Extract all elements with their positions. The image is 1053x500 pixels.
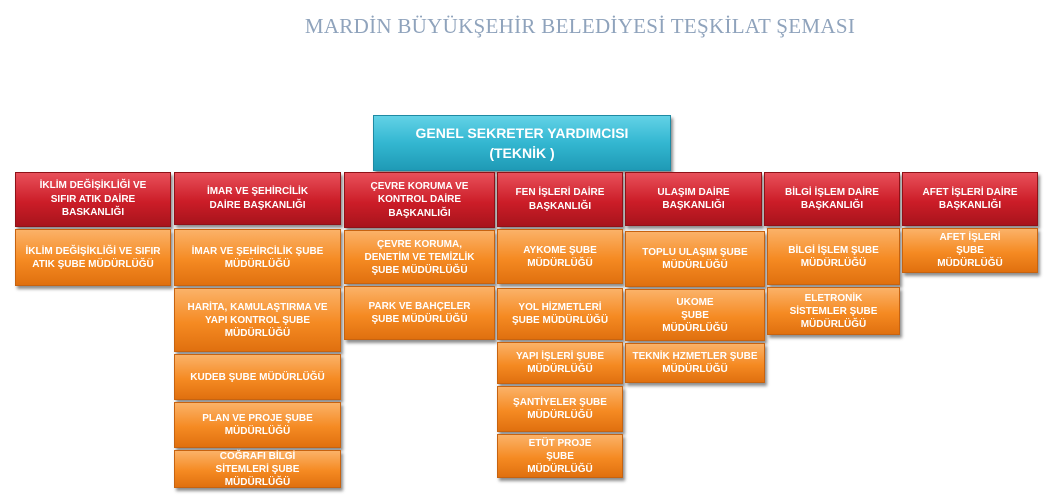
dept-box-environment: ÇEVRE KORUMA VE KONTROL DAİRE BAŞKANLIĞI (344, 172, 495, 228)
unit-box-transport-1: TOPLU ULAŞIM ŞUBE MÜDÜRLÜĞÜ (625, 231, 765, 287)
unit-box-public-works-4: ŞANTİYELER ŞUBE MÜDÜRLÜĞÜ (497, 386, 623, 432)
unit-box-transport-3: TEKNİK HZMETLER ŞUBE MÜDÜRLÜĞÜ (625, 343, 765, 383)
root-title-line2: (TEKNİK ) (489, 145, 555, 161)
root-title-line1: GENEL SEKRETER YARDIMCISI (415, 124, 629, 141)
dept-box-disaster: AFET İŞLERİ DAİRE BAŞKANLIĞI (902, 172, 1038, 226)
unit-box-climate-1: İKLİM DEĞİŞİKLİĞİ VE SIFIR ATIK ŞUBE MÜD… (15, 229, 171, 286)
dept-box-transport: ULAŞIM DAİRE BAŞKANLIĞI (625, 172, 762, 226)
unit-box-public-works-2: YOL HİZMETLERİ ŞUBE MÜDÜRLÜĞÜ (497, 288, 623, 340)
unit-box-it-1: BİLGİ İŞLEM ŞUBE MÜDÜRLÜĞÜ (767, 228, 900, 285)
unit-box-public-works-1: AYKOME ŞUBE MÜDÜRLÜĞÜ (497, 229, 623, 284)
unit-box-zoning-4: PLAN VE PROJE ŞUBE MÜDÜRLÜĞÜ (174, 402, 341, 448)
unit-box-zoning-3: KUDEB ŞUBE MÜDÜRLÜĞÜ (174, 354, 341, 400)
dept-box-it: BİLGİ İŞLEM DAİRE BAŞKANLIĞI (764, 172, 900, 226)
dept-box-climate: İKLİM DEĞİŞİKLİĞİ VE SIFIR ATIK DAİRE BA… (15, 172, 171, 227)
page-title: MARDİN BÜYÜKŞEHİR BELEDİYESİ TEŞKİLAT ŞE… (304, 14, 856, 38)
unit-box-it-2: ELETRONİK SİSTEMLER ŞUBE MÜDÜRLÜĞÜ (767, 287, 900, 335)
unit-box-transport-2: UKOME ŞUBE MÜDÜRLÜĞÜ (625, 289, 765, 341)
org-root-box: GENEL SEKRETER YARDIMCISI (TEKNİK ) (373, 115, 671, 171)
dept-box-zoning: İMAR VE ŞEHİRCİLİK DAİRE BAŞKANLIĞI (174, 172, 341, 225)
dept-box-public-works: FEN İŞLERİ DAİRE BAŞKANLIĞI (497, 172, 623, 227)
unit-box-zoning-1: İMAR VE ŞEHİRCİLİK ŞUBE MÜDÜRLÜĞÜ (174, 229, 341, 286)
unit-box-zoning-2: HARİTA, KAMULAŞTIRMA VE YAPI KONTROL ŞUB… (174, 288, 341, 352)
unit-box-environment-1: ÇEVRE KORUMA, DENETİM VE TEMİZLİK ŞUBE M… (344, 230, 495, 284)
unit-box-public-works-5: ETÜT PROJE ŞUBE MÜDÜRLÜĞÜ (497, 434, 623, 478)
unit-box-environment-2: PARK VE BAHÇELER ŞUBE MÜDÜRLÜĞÜ (344, 286, 495, 340)
unit-box-public-works-3: YAPI İŞLERİ ŞUBE MÜDÜRLÜĞÜ (497, 342, 623, 384)
unit-box-zoning-5: COĞRAFI BİLGİ SİTEMLERİ ŞUBE MÜDÜRLÜĞÜ (174, 450, 341, 488)
unit-box-disaster-1: AFET İŞLERİ ŞUBE MÜDÜRLÜĞÜ (902, 228, 1038, 273)
